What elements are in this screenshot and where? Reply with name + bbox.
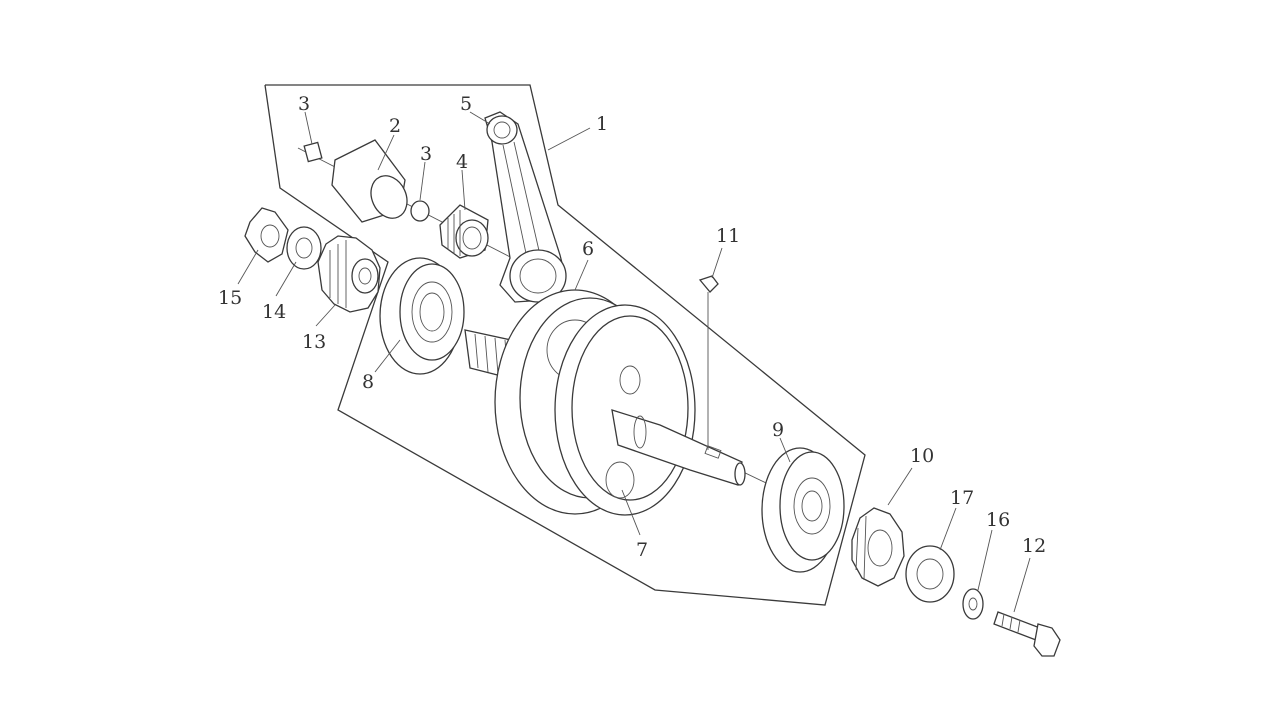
right-bearing-part bbox=[761, 447, 845, 573]
small-washer-part bbox=[962, 588, 984, 620]
pin-right-part bbox=[410, 200, 430, 222]
callout-4: 4 bbox=[456, 151, 468, 173]
callout-1: 1 bbox=[596, 113, 608, 135]
callout-15: 15 bbox=[218, 287, 242, 309]
callout-3-right: 3 bbox=[420, 143, 432, 165]
woodruff-key-part bbox=[698, 275, 719, 450]
callout-13: 13 bbox=[302, 331, 326, 353]
flange-bolt-part bbox=[993, 611, 1061, 657]
drive-gear-part bbox=[317, 235, 381, 313]
right-shaft-part bbox=[611, 409, 746, 486]
lock-nut-part bbox=[244, 207, 289, 263]
needle-bearing-part bbox=[439, 204, 489, 259]
callout-7: 7 bbox=[636, 539, 648, 561]
leader-lines bbox=[237, 111, 1031, 613]
callout-16: 16 bbox=[986, 509, 1010, 531]
callout-12: 12 bbox=[1022, 535, 1046, 557]
timing-gear-part bbox=[851, 507, 905, 587]
left-bearing-part bbox=[379, 257, 465, 375]
callout-8: 8 bbox=[362, 371, 374, 393]
assembly-outline bbox=[264, 84, 866, 606]
callout-14: 14 bbox=[262, 301, 286, 323]
callout-labels: 1 2 3 3 4 5 6 7 8 9 10 11 12 13 14 15 16… bbox=[218, 93, 1046, 561]
right-flywheel-part bbox=[554, 304, 696, 516]
callout-17: 17 bbox=[950, 487, 974, 509]
callout-11: 11 bbox=[716, 225, 740, 247]
washer-part bbox=[286, 226, 322, 270]
callout-10: 10 bbox=[910, 445, 934, 467]
callout-5: 5 bbox=[460, 93, 472, 115]
collar-part bbox=[905, 545, 955, 603]
pin-left-part bbox=[303, 141, 323, 163]
crank-pin-part bbox=[331, 139, 408, 223]
callout-9: 9 bbox=[772, 419, 784, 441]
callout-6: 6 bbox=[582, 238, 594, 260]
callout-2: 2 bbox=[389, 115, 401, 137]
connecting-rod-part bbox=[484, 111, 567, 303]
callout-3-left: 3 bbox=[298, 93, 310, 115]
